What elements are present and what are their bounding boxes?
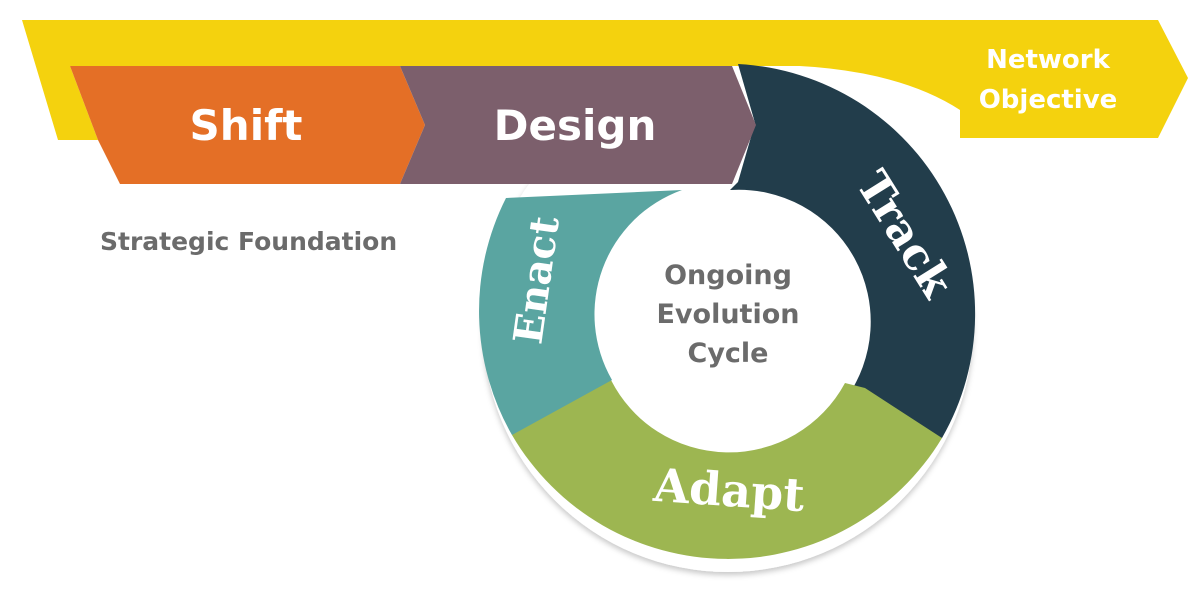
enact-segment [479, 190, 682, 435]
shift-step-arrow [70, 66, 425, 184]
adapt-segment [512, 378, 942, 559]
adapt-segment-label: Adapt [651, 458, 807, 523]
shift-step-label: Shift [190, 101, 303, 150]
network-objective-band [22, 20, 1188, 140]
track-segment [730, 64, 976, 438]
network-objective-line-1: Network [986, 45, 1111, 75]
network-objective-line-2: Objective [979, 85, 1118, 115]
design-step-arrow [400, 66, 756, 184]
cycle-center-line-1: Ongoing [664, 260, 792, 291]
objective-band-inner-edge [720, 64, 960, 110]
cycle-center [600, 190, 856, 446]
cycle-center-line-3: Cycle [688, 338, 769, 369]
cycle-center-line-2: Evolution [656, 299, 799, 330]
strategic-foundation-label: Strategic Foundation [100, 227, 397, 256]
design-step-label: Design [494, 101, 657, 150]
